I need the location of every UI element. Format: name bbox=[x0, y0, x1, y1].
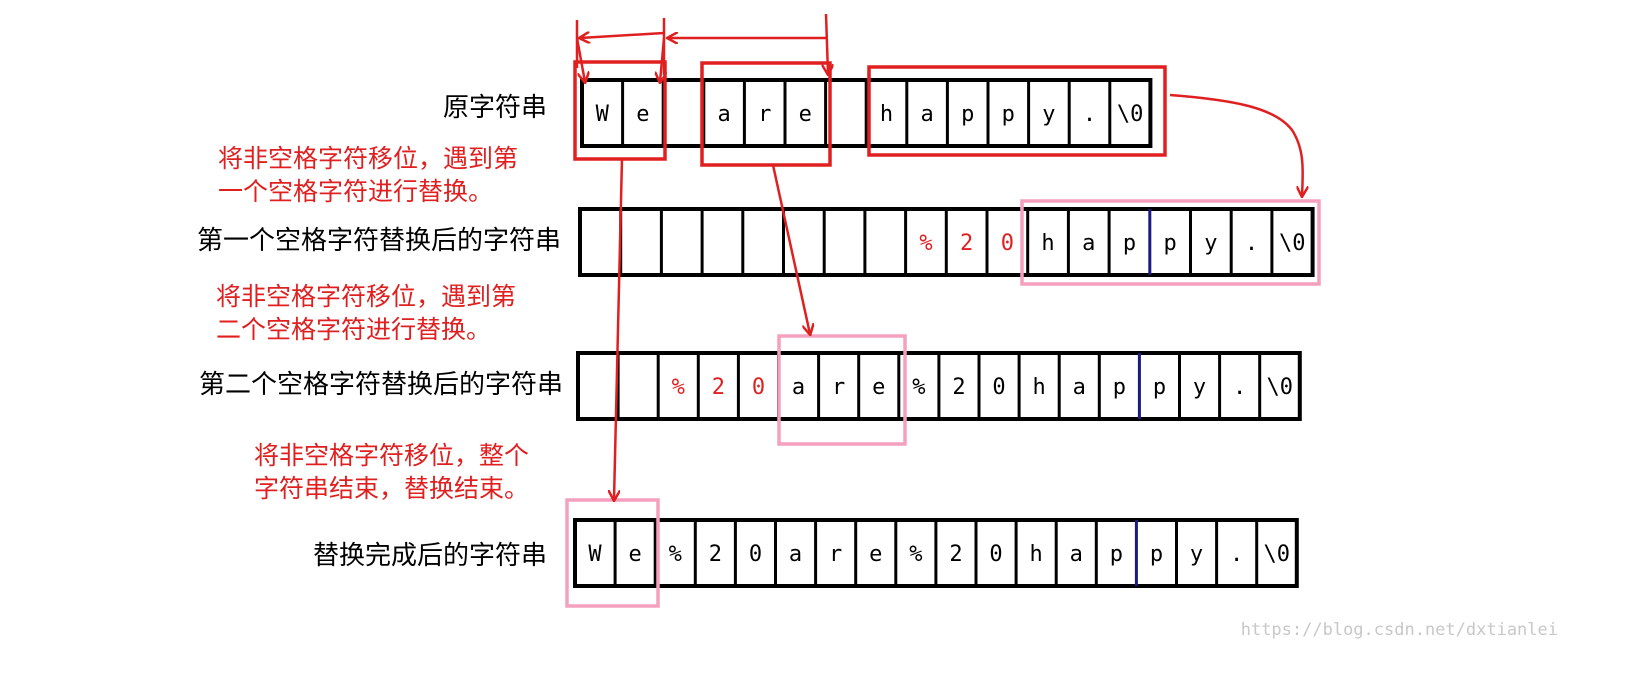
cell-char: W bbox=[596, 102, 610, 127]
highlight-box-we-moved bbox=[565, 498, 660, 608]
cell-char: \0 bbox=[1264, 542, 1291, 567]
cell-char: a bbox=[717, 102, 730, 127]
label-final-string: 替换完成后的字符串 bbox=[313, 541, 547, 571]
row-after-second-replace: % 2 0 a r e% 2 0 h a p p y. \0 bbox=[576, 351, 1302, 421]
cell-char: p bbox=[1113, 375, 1126, 400]
cell-char: % bbox=[919, 231, 932, 256]
cell-char: a bbox=[1070, 542, 1083, 567]
cell-char: y bbox=[1193, 375, 1206, 400]
move-arrow-we bbox=[614, 157, 624, 500]
cell-char: 2 bbox=[952, 375, 965, 400]
cell-char: 2 bbox=[709, 542, 722, 567]
cell-char: a bbox=[1073, 375, 1086, 400]
watermark: https://blog.csdn.net/dxtianlei bbox=[1241, 620, 1558, 640]
label-after-second-replace: 第二个空格字符替换后的字符串 bbox=[199, 370, 563, 400]
note-step3-line2: 字符串结束，替换结束。 bbox=[254, 474, 529, 503]
cell-char: p bbox=[1123, 231, 1136, 256]
cell-char: . bbox=[1233, 375, 1246, 400]
cell-char: h bbox=[1041, 231, 1054, 256]
cell-char: 0 bbox=[989, 542, 1002, 567]
note-step2-line2: 二个空格字符进行替换。 bbox=[216, 315, 491, 344]
cell-char: y bbox=[1042, 102, 1055, 127]
move-arrow-happy bbox=[1169, 93, 1303, 196]
cell-char: % bbox=[669, 542, 682, 567]
move-arrow-are bbox=[771, 164, 810, 334]
note-step2-line1: 将非空格字符移位，遇到第 bbox=[216, 282, 516, 311]
cell-char: h bbox=[1030, 542, 1043, 567]
note-step1-line2: 一个空格字符进行替换。 bbox=[218, 177, 493, 206]
cell-char: 2 bbox=[960, 231, 973, 256]
cell-char: e bbox=[629, 542, 642, 567]
highlight-box-happy bbox=[867, 65, 1167, 157]
note-step1-line1: 将非空格字符移位，遇到第 bbox=[218, 144, 518, 173]
cell-char: a bbox=[792, 375, 805, 400]
cell-char: e bbox=[799, 102, 812, 127]
cell-char: 0 bbox=[752, 375, 765, 400]
drop-arrow-middle bbox=[660, 37, 664, 82]
cell-char: 2 bbox=[949, 542, 962, 567]
cell-char: a bbox=[1082, 231, 1095, 256]
cell-char: y bbox=[1190, 542, 1203, 567]
cell-char: % bbox=[672, 375, 685, 400]
cell-char: h bbox=[880, 102, 893, 127]
cell-char: . bbox=[1083, 102, 1096, 127]
cell-char: 2 bbox=[712, 375, 725, 400]
drop-arrow-right bbox=[826, 13, 828, 74]
cell-char: h bbox=[1033, 375, 1046, 400]
cell-char: e bbox=[872, 375, 885, 400]
cell-char: . bbox=[1245, 231, 1258, 256]
row-after-first-replace: % 2 0 h a p p y. \0 bbox=[578, 207, 1315, 277]
cell-char: e bbox=[869, 542, 882, 567]
label-after-first-replace: 第一个空格字符替换后的字符串 bbox=[197, 226, 561, 256]
cell-char: 0 bbox=[749, 542, 762, 567]
cell-char: e bbox=[636, 102, 649, 127]
highlight-box-are-moved bbox=[777, 334, 907, 446]
cell-char: p bbox=[961, 102, 974, 127]
cell-char: \0 bbox=[1279, 231, 1306, 256]
cell-char: y bbox=[1204, 231, 1217, 256]
note-step3-line1: 将非空格字符移位，整个 bbox=[254, 441, 529, 470]
cell-char: r bbox=[832, 375, 845, 400]
shift-arrow-short bbox=[580, 33, 665, 38]
cell-char: % bbox=[909, 542, 922, 567]
cell-char: \0 bbox=[1117, 102, 1144, 127]
cell-char: % bbox=[912, 375, 925, 400]
cell-char: p bbox=[1164, 231, 1177, 256]
cell-char: p bbox=[1150, 542, 1163, 567]
cell-char: r bbox=[829, 542, 842, 567]
cell-char: \0 bbox=[1267, 375, 1294, 400]
cell-char: a bbox=[789, 542, 802, 567]
cell-char: r bbox=[758, 102, 771, 127]
cell-char: p bbox=[1002, 102, 1015, 127]
label-original-string: 原字符串 bbox=[443, 93, 547, 123]
cell-char: a bbox=[920, 102, 933, 127]
cell-char: W bbox=[588, 542, 602, 567]
cell-char: 0 bbox=[992, 375, 1005, 400]
cell-char: p bbox=[1153, 375, 1166, 400]
cell-char: p bbox=[1110, 542, 1123, 567]
highlight-box-happy-moved bbox=[1020, 199, 1321, 286]
cell-char: 0 bbox=[1001, 231, 1014, 256]
cell-char: . bbox=[1230, 542, 1243, 567]
highlight-box-we bbox=[573, 60, 667, 161]
drop-arrow-left bbox=[575, 37, 585, 82]
highlight-box-are bbox=[700, 61, 832, 167]
